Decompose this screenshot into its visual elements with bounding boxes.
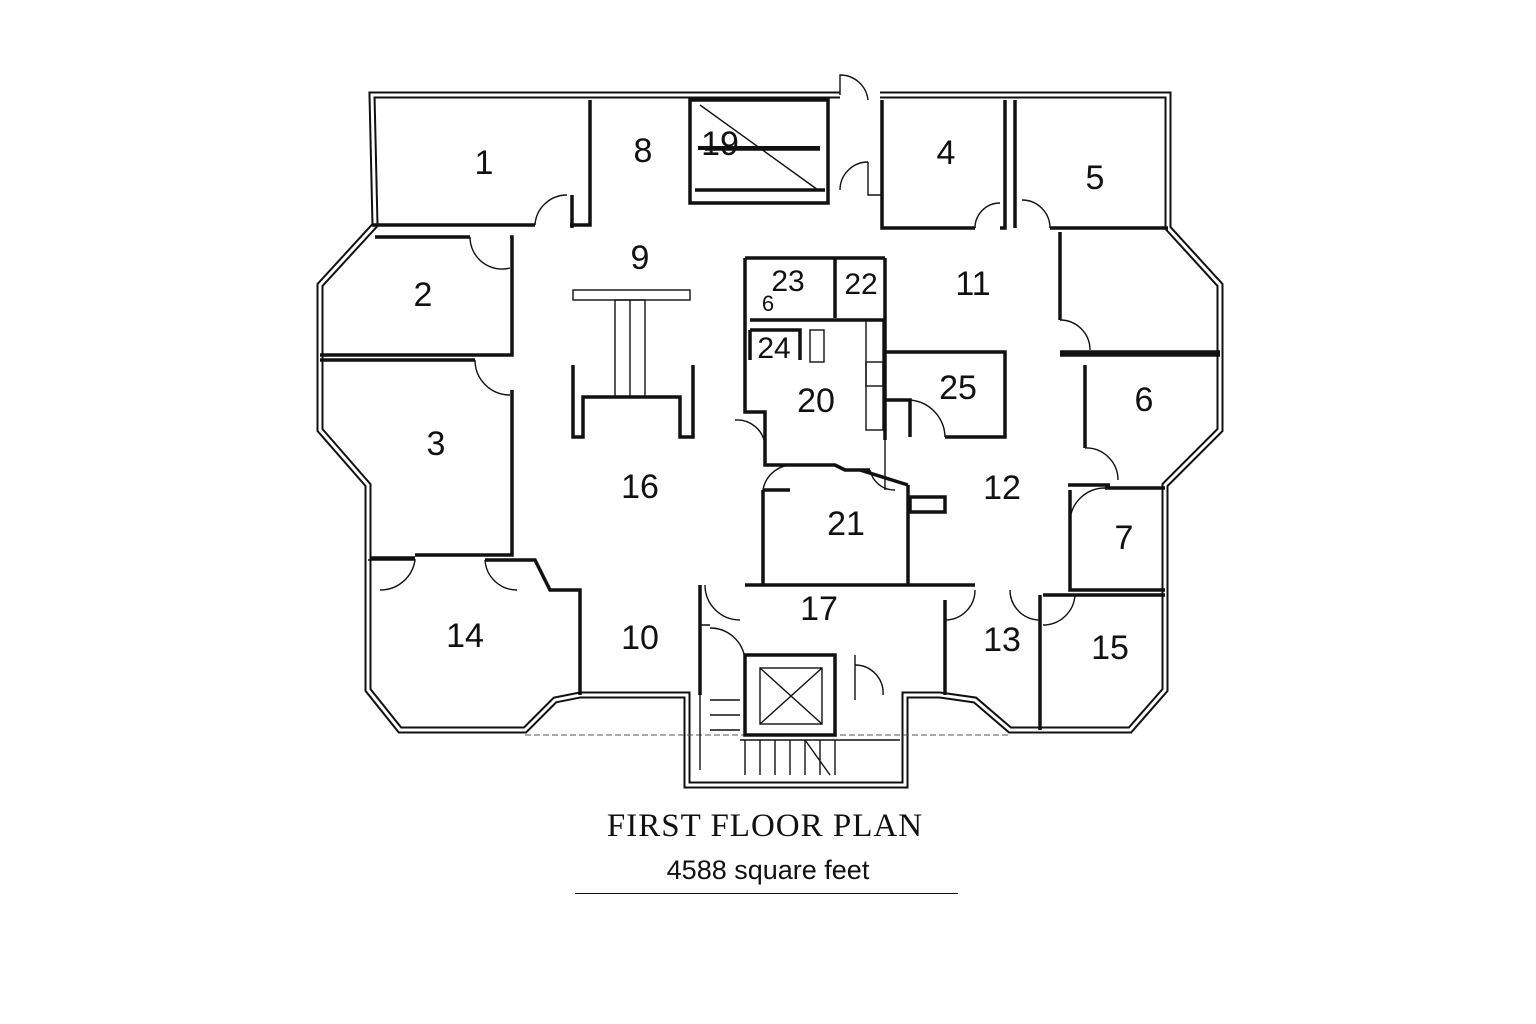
room-labels: 1 2 3 4 5 6 7 8 9 10 11 12 13 14 15 16 1… [414, 125, 1154, 667]
room-12-label: 12 [983, 469, 1021, 507]
room-1-label: 1 [475, 144, 494, 182]
room-4-label: 4 [937, 134, 956, 172]
room-10-label: 10 [621, 619, 659, 657]
room-23-label: 23 [771, 265, 804, 298]
room-6-sublabel: 6 [762, 291, 774, 316]
room-24-label: 24 [757, 332, 790, 365]
room-3-label: 3 [427, 425, 446, 463]
room-16-label: 16 [621, 468, 659, 506]
plan-area: 4588 square feet [666, 855, 870, 885]
room-6-label: 6 [1135, 381, 1154, 419]
room-11-label: 11 [955, 265, 990, 303]
room-8-label: 8 [634, 132, 653, 170]
room-19-label: 19 [701, 125, 739, 163]
interior-walls [320, 98, 1220, 776]
title-underline [575, 893, 958, 894]
room-2-label: 2 [414, 276, 433, 314]
room-9-label: 9 [631, 239, 650, 277]
table-fixture [571, 289, 695, 439]
entrance-door [839, 74, 869, 101]
plan-title: FIRST FLOOR PLAN [606, 808, 924, 844]
room-17-label: 17 [800, 590, 838, 628]
room-15-label: 15 [1091, 629, 1129, 667]
exterior-wall [316, 91, 1224, 789]
room-21-label: 21 [827, 505, 865, 543]
room-22-label: 22 [844, 268, 877, 301]
room-13-label: 13 [983, 621, 1021, 659]
room-5-label: 5 [1086, 159, 1105, 197]
room-20-label: 20 [797, 382, 835, 420]
room-7-label: 7 [1115, 519, 1134, 557]
room-25-label: 25 [939, 369, 977, 407]
room-14-label: 14 [446, 617, 484, 655]
